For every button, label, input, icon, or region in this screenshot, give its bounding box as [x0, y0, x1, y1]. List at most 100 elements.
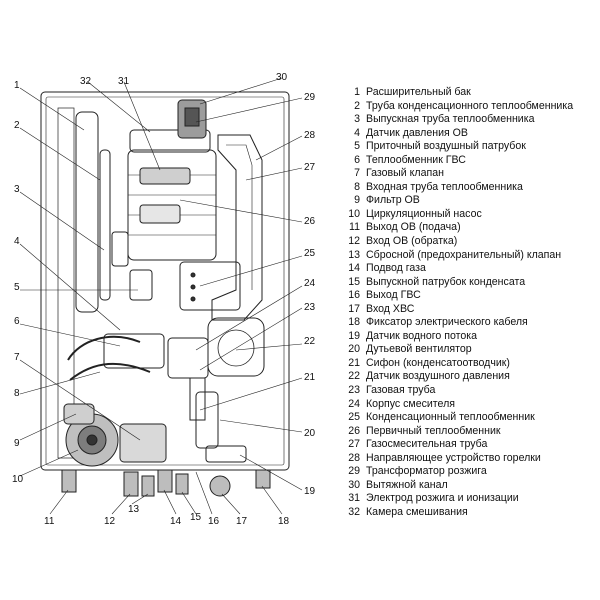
legend-item: 12 Вход ОВ (обратка) — [338, 235, 596, 249]
legend-item-number: 30 — [348, 478, 360, 491]
legend-item-number: 7 — [354, 167, 360, 180]
legend-item-label: Сифон (конденсатоотводчик) — [366, 356, 510, 369]
legend-item-label: Датчик давления ОВ — [366, 126, 468, 139]
legend-item-label: Входная труба теплообменника — [366, 180, 523, 193]
primary-heat-exchanger — [127, 149, 217, 261]
legend-item-number: 26 — [348, 424, 360, 437]
legend-item-number: 25 — [348, 411, 360, 424]
legend-item-number: 5 — [354, 140, 360, 153]
legend-item: 32 Камера смешивания — [338, 506, 596, 520]
callout-25: 25 — [304, 248, 316, 259]
legend-item-number: 12 — [348, 235, 360, 248]
callout-13: 13 — [128, 504, 140, 515]
legend-item-label: Вход ОВ (обратка) — [366, 235, 458, 248]
legend-item-label: Камера смешивания — [366, 505, 468, 518]
legend-item-label: Направляющее устройство горелки — [366, 451, 541, 464]
callout-19: 19 — [304, 486, 316, 497]
legend-item-number: 28 — [348, 451, 360, 464]
callout-15: 15 — [190, 512, 202, 523]
legend-item: 7 Газовый клапан — [338, 167, 596, 181]
callout-23: 23 — [304, 302, 316, 313]
callout-11: 11 — [44, 516, 55, 527]
legend-item: 29 Трансформатор розжига — [338, 465, 596, 479]
legend-item-number: 17 — [348, 302, 360, 315]
legend-item-label: Трансформатор розжига — [366, 465, 487, 478]
legend-item: 15 Выпускной патрубок конденсата — [338, 276, 596, 290]
legend-item-label: Выпускной патрубок конденсата — [366, 275, 526, 288]
legend-item-number: 13 — [348, 248, 360, 261]
callout-30: 30 — [276, 72, 288, 83]
blower-fan — [207, 317, 265, 377]
legend-item-number: 16 — [348, 289, 360, 302]
callout-26: 26 — [304, 216, 316, 227]
callout-10: 10 — [12, 474, 24, 485]
legend-item-label: Приточный воздушный патрубок — [366, 140, 526, 153]
gas-valve — [119, 423, 167, 463]
gas-mixing-tube — [211, 134, 263, 321]
legend-item-number: 2 — [354, 99, 360, 112]
legend-item-number: 20 — [348, 343, 360, 356]
callout-2: 2 — [14, 120, 20, 131]
legend-item-number: 32 — [348, 505, 360, 518]
legend-item-label: Выход ГВС — [366, 289, 421, 302]
legend-item: 30 Вытяжной канал — [338, 479, 596, 493]
callout-28: 28 — [304, 130, 316, 141]
callout-22: 22 — [304, 336, 316, 347]
legend-item-number: 14 — [348, 262, 360, 275]
legend-item-label: Сбросной (предохранительный) клапан — [366, 248, 562, 261]
legend-item-number: 15 — [348, 275, 360, 288]
callout-4: 4 — [14, 236, 20, 247]
legend-item-number: 29 — [348, 465, 360, 478]
legend-item-number: 11 — [349, 221, 360, 234]
legend-item-label: Газовая труба — [366, 384, 436, 397]
legend-item-label: Вытяжной канал — [366, 478, 448, 491]
heating-pressure-sensor — [111, 231, 129, 267]
legend-item: 5 Приточный воздушный патрубок — [338, 140, 596, 154]
water-flow-sensor — [205, 445, 247, 463]
legend-item-number: 27 — [348, 438, 360, 451]
legend-item-label: Газовый клапан — [366, 167, 444, 180]
callout-16: 16 — [208, 516, 220, 527]
legend-item-label: Труба конденсационного теплообменника — [366, 99, 574, 112]
callout-14: 14 — [170, 516, 182, 527]
legend-item-number: 1 — [354, 86, 360, 98]
callout-31: 31 — [118, 76, 130, 87]
legend-item-number: 19 — [348, 329, 360, 342]
legend-item-label: Фиксатор электрического кабеля — [366, 316, 528, 329]
legend-item-label: Датчик водного потока — [366, 329, 478, 342]
legend-item-number: 18 — [348, 316, 360, 329]
legend-item-label: Датчик воздушного давления — [366, 370, 510, 383]
callout-21: 21 — [304, 372, 316, 383]
condensing-heat-exchanger — [179, 261, 241, 311]
legend-item: 28 Направляющее устройство горелки — [338, 452, 596, 466]
legend-item: 23 Газовая труба — [338, 384, 596, 398]
callout-24: 24 — [304, 278, 316, 289]
legend-item-number: 24 — [348, 397, 360, 410]
legend-item-number: 9 — [354, 194, 360, 207]
callout-20: 20 — [304, 428, 316, 439]
callout-numbers: 1 2 3 4 5 6 7 8 9 10 11 12 13 14 15 16 1… — [12, 72, 316, 527]
legend-item-label: Теплообменник ГВС — [366, 153, 466, 166]
legend-item: 16 Выход ГВС — [338, 289, 596, 303]
legend-item-label: Циркуляционный насос — [366, 207, 482, 220]
mixing-chamber — [129, 129, 211, 153]
legend-item-number: 23 — [348, 384, 360, 397]
legend-item-label: Первичный теплообменник — [366, 424, 501, 437]
callout-1: 1 — [14, 80, 20, 91]
gas-pipe — [189, 378, 206, 421]
callout-8: 8 — [14, 388, 20, 399]
siphon — [195, 391, 219, 449]
callout-17: 17 — [236, 516, 248, 527]
legend-item-label: Подвод газа — [366, 262, 426, 275]
